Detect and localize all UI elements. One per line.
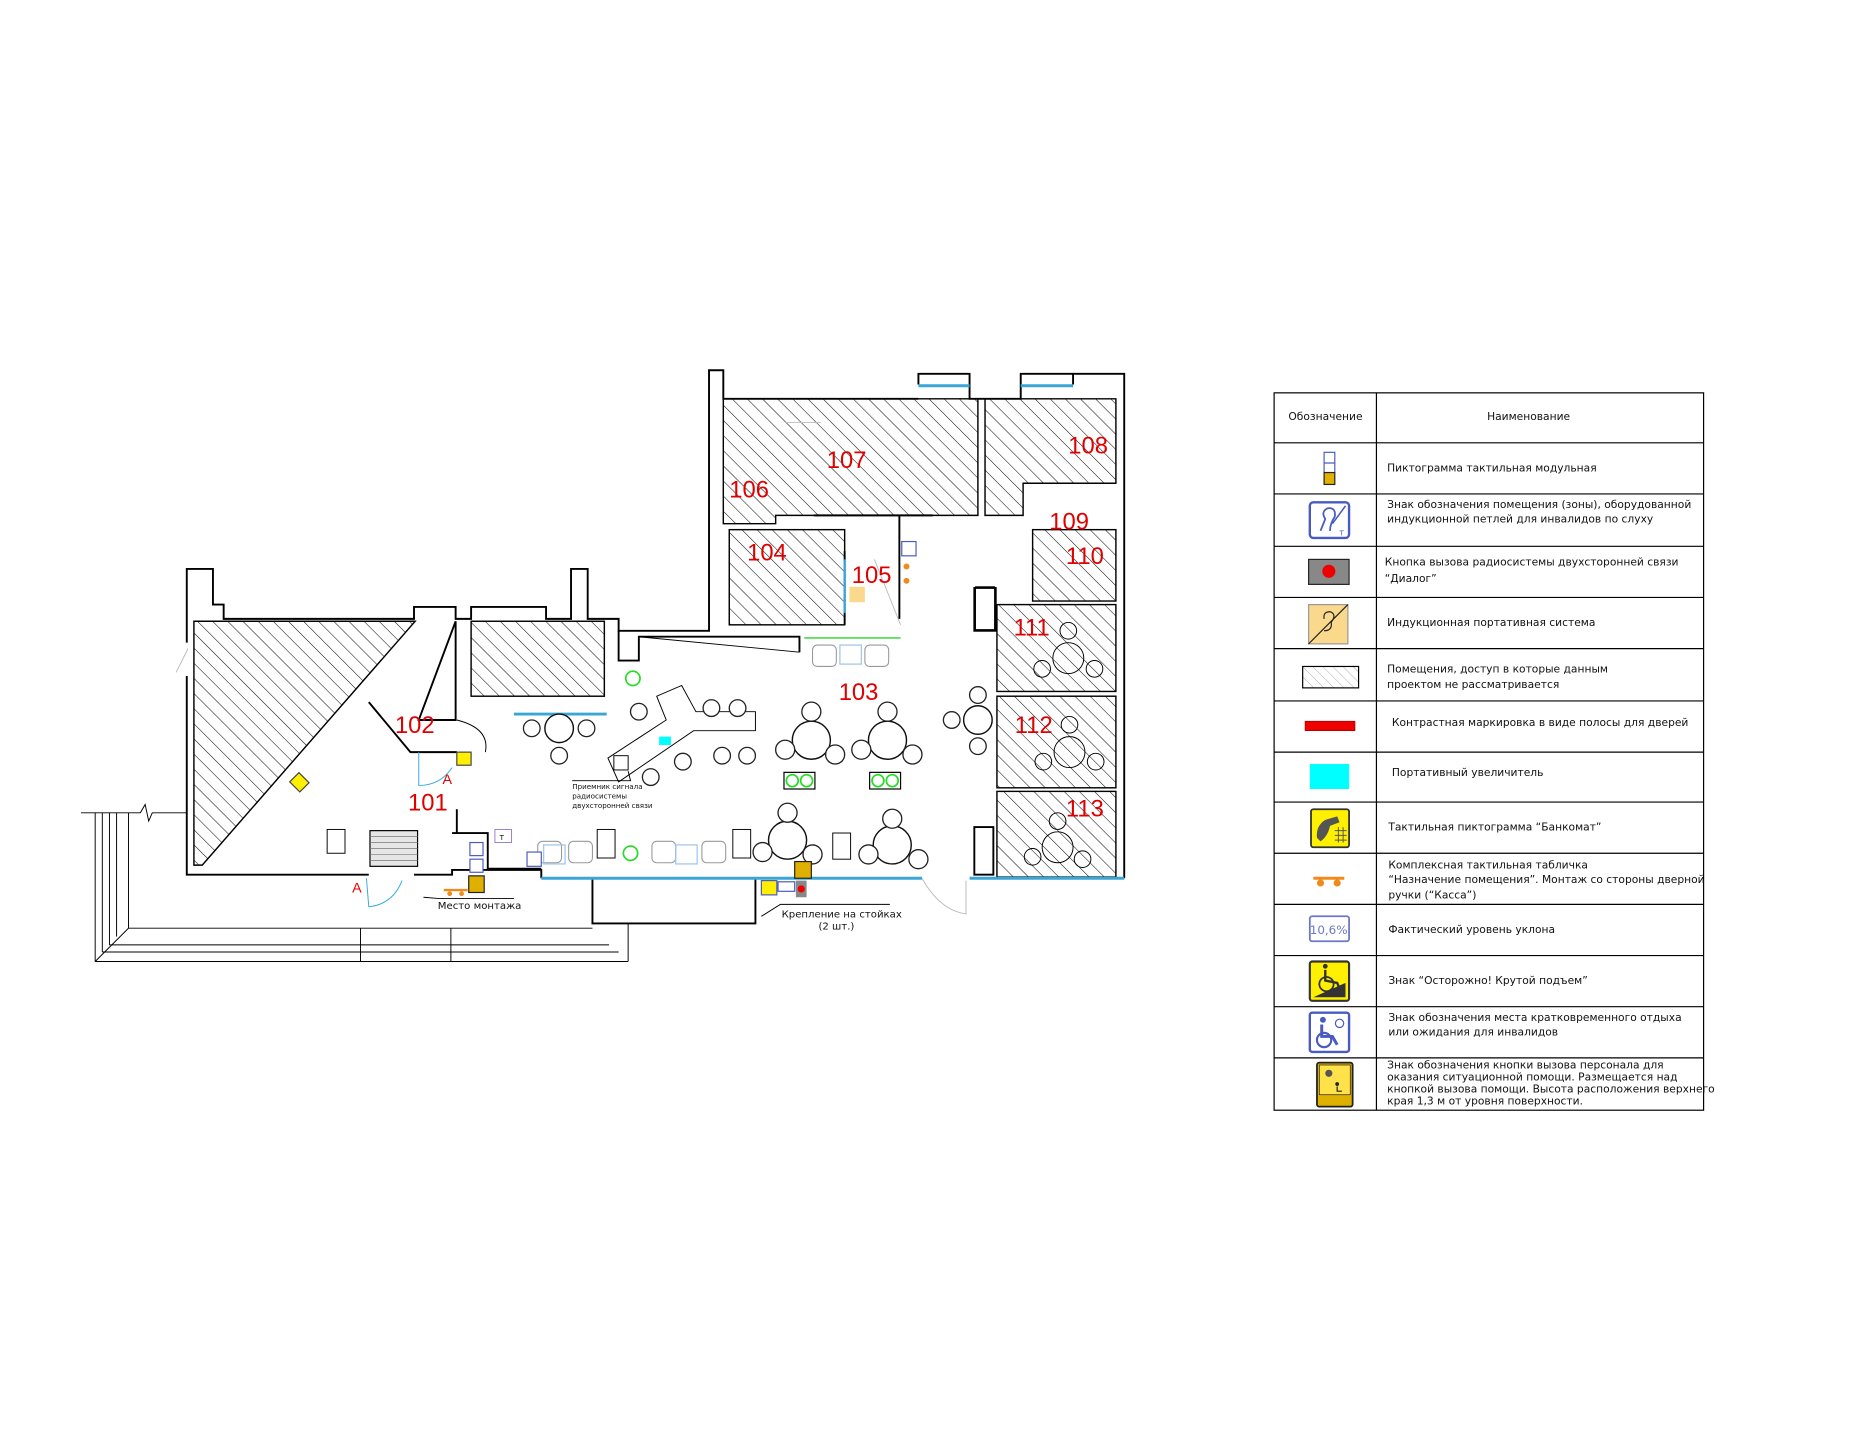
legend-row-9-text-line1: Комплексная тактильная табличка — [1388, 859, 1588, 872]
legend-row-7-text: Портативный увеличитель — [1392, 766, 1544, 779]
room-number-103: 103 — [839, 679, 879, 706]
section-mark-a-lower: A — [352, 881, 362, 897]
floor-plan: T 101 102 103 104 105 106 107 108 109 11… — [80, 369, 1126, 962]
legend-row-6-text: Контрастная маркировка в виде полосы для… — [1392, 716, 1688, 729]
staff-call-sign-2 — [794, 860, 812, 879]
staff-call-sign-icon — [1316, 1061, 1354, 1108]
atm-sign-marker — [456, 751, 472, 766]
receiver-label-line1: Приемник сигнала — [572, 782, 642, 791]
legend-row-12-text-line2: или ожидания для инвалидов — [1388, 1025, 1558, 1038]
door-plate-marker — [443, 563, 910, 897]
rack-mount-label: Крепление на стойках — [782, 909, 902, 920]
legend-row-4-text: Индукционная портативная система — [1387, 616, 1595, 629]
staff-call-sign — [468, 875, 485, 894]
legend-header-name: Наименование — [1487, 410, 1570, 423]
legend-row-13-text-line2: оказания ситуационной помощи. Размещаетс… — [1387, 1070, 1677, 1083]
receiver-label-line3: двухсторонней связи — [572, 801, 652, 810]
legend-row-12-text-line1: Знак обозначения места кратковременного … — [1388, 1011, 1681, 1024]
room-number-107: 107 — [827, 447, 867, 474]
svg-text:T: T — [1339, 529, 1345, 538]
hatched-area-store — [470, 620, 606, 697]
legend-row-13-text-line4: края 1,3 м от уровня поверхности. — [1387, 1094, 1583, 1107]
legend-row-11-text: Знак “Осторожно! Крутой подъем” — [1388, 974, 1587, 987]
call-button-icon — [1308, 558, 1350, 585]
tables — [522, 621, 1105, 870]
atm-pictogram-icon — [1310, 808, 1350, 849]
room-number-108: 108 — [1068, 433, 1108, 460]
section-mark-a-upper: A — [443, 772, 453, 788]
red-stripe-icon — [1304, 720, 1356, 732]
legend-row-9-text-line3: ручки (“Касса”) — [1388, 888, 1476, 901]
slope-level-icon: 10,6% — [1308, 915, 1350, 943]
legend-row-2-text-line2: индукционной петлей для инвалидов по слу… — [1387, 513, 1653, 526]
room-108-area — [984, 398, 1117, 517]
room-number-102: 102 — [395, 712, 435, 739]
legend-row-13-text-line3: кнопкой вызова помощи. Высота расположен… — [1387, 1082, 1715, 1095]
magnifier-marker — [659, 736, 671, 745]
steep-climb-sign — [760, 880, 778, 896]
legend-header-symbol: Обозначение — [1288, 410, 1362, 423]
room-number-112: 112 — [1015, 712, 1053, 739]
room-number-109: 109 — [1049, 509, 1089, 536]
hatched-area-left — [193, 620, 417, 866]
hatched-area-icon — [1302, 665, 1360, 689]
room-number-111: 111 — [1014, 615, 1050, 642]
room-109-110-area — [1031, 528, 1117, 602]
rest-area-sign-2 — [526, 851, 542, 867]
legend-row-9-text-line2: “Назначение помещения”. Монтаж со сторон… — [1388, 873, 1704, 886]
rest-area-sign — [469, 841, 484, 857]
hearing-loop-sign-105 — [901, 540, 917, 557]
rack-mount-qty: (2 шт.) — [818, 921, 854, 932]
hearing-loop-icon: T — [1308, 501, 1351, 540]
legend-row-13-text-line1: Знак обозначения кнопки вызова персонала… — [1387, 1059, 1663, 1072]
portable-induction-icon — [1308, 604, 1349, 645]
magnifier-icon — [1309, 764, 1350, 789]
legend-table: Обозначение Наименование T — [1273, 392, 1715, 1111]
legend-row-3-text-line1: Кнопка вызова радиосистемы двухсторонней… — [1385, 555, 1679, 568]
legend-row-8-text: Тактильная пиктограмма “Банкомат” — [1387, 821, 1601, 834]
portable-induction-marker — [849, 586, 865, 603]
legend-row-5-text-line2: проектом не рассматривается — [1387, 678, 1559, 691]
atm-sign-marker-2 — [288, 771, 310, 793]
legend-row-2-text-line1: Знак обозначения помещения (зоны), обору… — [1387, 498, 1691, 511]
loop-letter: T — [499, 833, 505, 842]
svg-text:10,6%: 10,6% — [1310, 923, 1348, 937]
legend-row-10-text: Фактический уровень уклона — [1388, 923, 1555, 936]
legend-row-5-text-line1: Помещения, доступ в которые данным — [1387, 662, 1608, 675]
terrace-steps — [80, 803, 757, 962]
tactile-modular-pictogram-icon — [1323, 451, 1336, 486]
legend-row-1-text: Пиктограмма тактильная модульная — [1387, 461, 1597, 474]
room-112-area — [996, 695, 1117, 789]
room-number-106: 106 — [729, 477, 769, 504]
room-number-105: 105 — [852, 562, 892, 589]
room-number-113: 113 — [1066, 795, 1104, 822]
hearing-loop-sign — [469, 858, 484, 873]
room-number-101: 101 — [408, 789, 448, 816]
door-plate-icon — [1313, 876, 1345, 887]
exterior-walls — [185, 369, 919, 643]
room-number-104: 104 — [747, 540, 787, 567]
rest-area-icon — [1308, 1011, 1351, 1054]
room-number-110: 110 — [1066, 543, 1104, 570]
legend-row-3-text-line2: “Диалог” — [1385, 572, 1437, 585]
steep-climb-icon — [1308, 960, 1351, 1002]
receiver-label-line2: радиосистемы — [572, 792, 627, 801]
room-104-area — [728, 528, 846, 626]
slope-level-sign — [777, 881, 796, 892]
mounting-place-label: Место монтажа — [438, 901, 522, 912]
